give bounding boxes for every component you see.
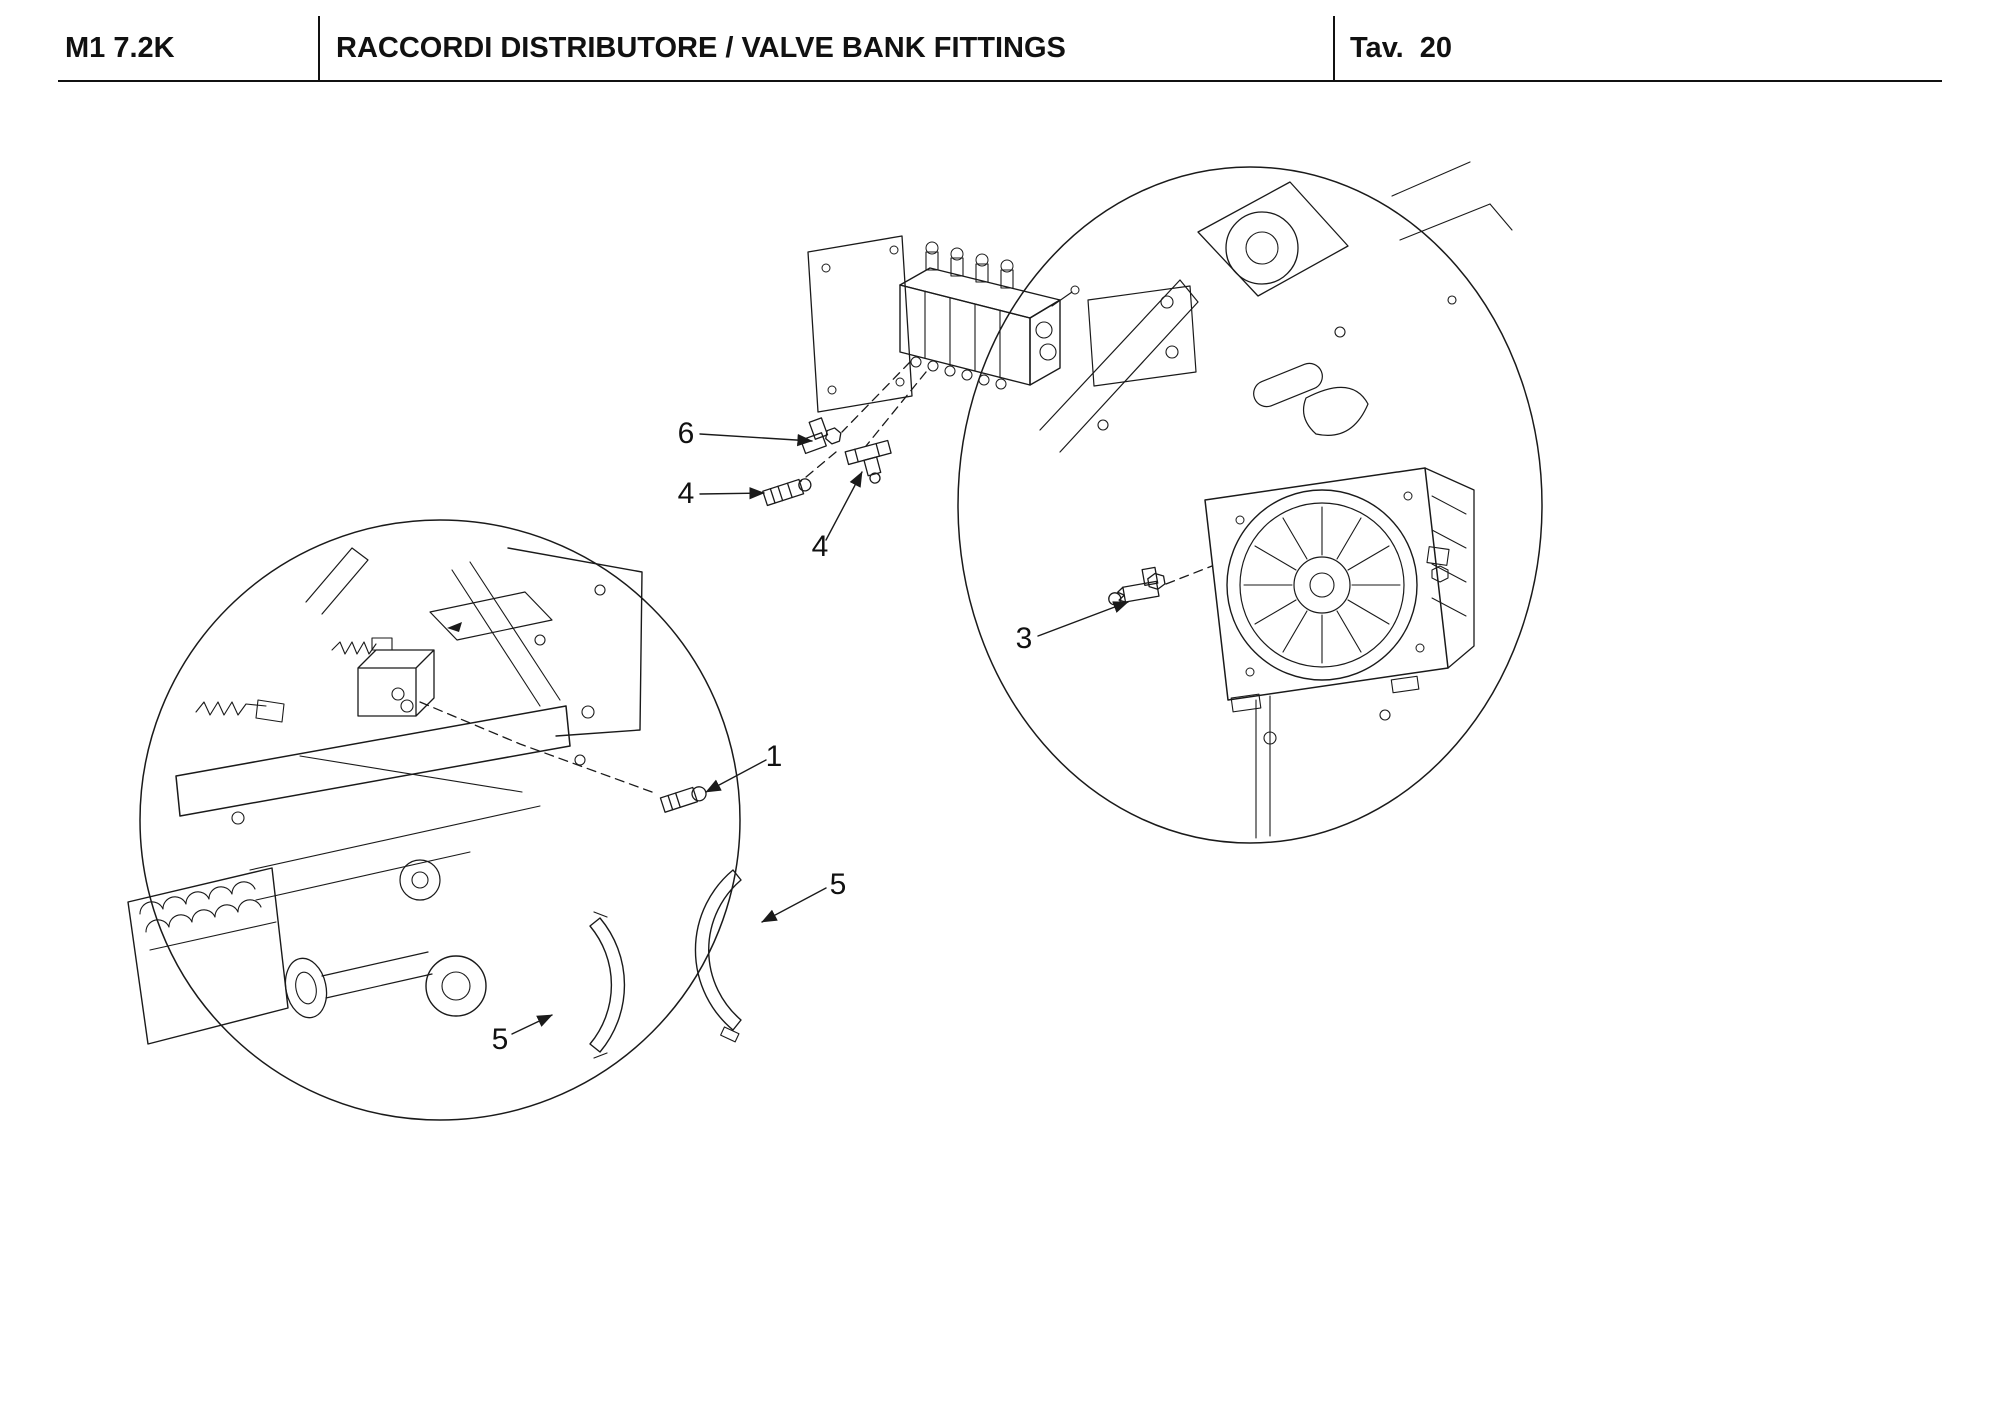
valve-bank-drawing: [807, 235, 1080, 413]
chassis-assembly-drawing: [127, 519, 741, 1121]
table-label: Tav.: [1350, 32, 1404, 64]
leader-1: [705, 759, 767, 793]
fitting-6-drawing: [800, 417, 842, 455]
header-rule: [58, 80, 1942, 82]
leader-4-top: [699, 487, 765, 500]
table-number: Tav. 20: [1350, 32, 1452, 65]
fan-assembly-drawing: [957, 161, 1543, 844]
callout-1-label: 1: [766, 740, 783, 773]
leader-3: [1037, 601, 1129, 637]
header-divider-left: [318, 16, 320, 80]
callout-6-label: 6: [678, 417, 695, 450]
table-number-value: 20: [1419, 32, 1452, 64]
page-title: RACCORDI DISTRIBUTORE / VALVE BANK FITTI…: [336, 32, 1066, 64]
header-divider-right: [1333, 16, 1335, 80]
leader-6: [699, 433, 813, 447]
leader-5-right: [761, 887, 827, 923]
callout-leader-lines: [511, 433, 1129, 1035]
fan-blades: [1243, 506, 1401, 664]
band-guard-left-drawing: [589, 911, 626, 1059]
callout-5-right-label: 5: [830, 868, 847, 901]
band-guard-right-drawing: [694, 869, 742, 1043]
fitting-3-drawing: [1108, 566, 1166, 606]
fitting-1-drawing: [659, 786, 707, 813]
model-code: M1 7.2K: [65, 32, 175, 64]
callout-5-left-label: 5: [492, 1023, 509, 1056]
leader-4-bottom: [825, 471, 863, 541]
callout-4-top-label: 4: [678, 477, 695, 510]
callout-3-label: 3: [1016, 622, 1033, 655]
leader-5-left: [511, 1014, 553, 1035]
fitting-4-tee-drawing: [844, 439, 892, 484]
callout-labels: 6 4 4 3 1 5 5: [492, 417, 1033, 1056]
assembly-dashed-lines: [419, 361, 1213, 793]
fitting-4-union-drawing: [762, 478, 812, 507]
callout-4-bottom-label: 4: [812, 530, 829, 563]
